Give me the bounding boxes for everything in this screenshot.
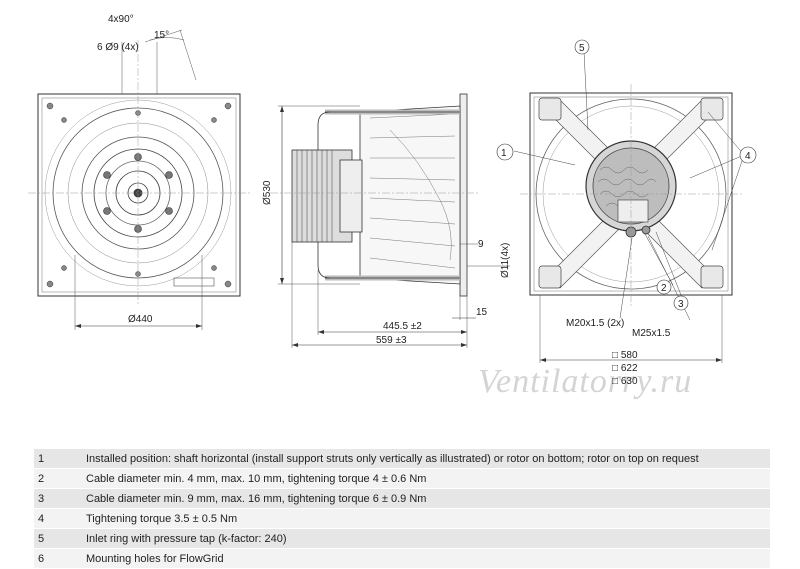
callout-4: 4 [745,151,751,162]
angle-label: 4x90° [108,14,134,25]
technical-drawing: Ventilatorry.ru [28,14,757,400]
front-diameter-label: Ø440 [128,314,153,325]
flange-hole-label: Ø11(4x) [500,243,511,278]
overall-length-label: 559 ±3 [376,335,407,346]
note-number: 1 [34,449,82,469]
depth-label: 445.5 ±2 [383,321,422,332]
note-text: Tightening torque 3.5 ± 0.5 Nm [82,508,770,529]
side-view [270,93,510,348]
note-text: Mounting holes for FlowGrid [82,548,770,569]
note-number: 3 [34,488,82,509]
note-number: 4 [34,508,82,529]
front-view [28,29,250,330]
note-text: Inlet ring with pressure tap (k-factor: … [82,528,770,549]
holes-label: 6 Ø9 (4x) [97,42,139,53]
callout-2: 2 [661,283,667,294]
watermark: Ventilatorry.ru [478,363,692,400]
note-text: Cable diameter min. 4 mm, max. 10 mm, ti… [82,468,770,489]
note-number: 2 [34,468,82,489]
callout-5: 5 [579,43,585,54]
note-text: Installed position: shaft horizontal (in… [82,449,770,469]
callout-3: 3 [678,299,684,310]
square-622-label: □ 622 [612,363,638,374]
ring-thickness-label: 15 [476,307,488,318]
square-630-label: □ 630 [612,376,638,387]
rear-view [496,39,757,363]
side-height-label: Ø530 [262,180,273,205]
gland-small-label: M20x1.5 (2x) [566,318,624,329]
flange-thickness-label: 9 [478,239,484,250]
gland-large-label: M25x1.5 [632,328,671,339]
offset-angle-label: 15° [154,30,169,41]
callout-1: 1 [501,148,507,159]
note-number: 6 [34,548,82,569]
note-number: 5 [34,528,82,549]
square-580-label: □ 580 [612,350,638,361]
note-text: Cable diameter min. 9 mm, max. 16 mm, ti… [82,488,770,509]
